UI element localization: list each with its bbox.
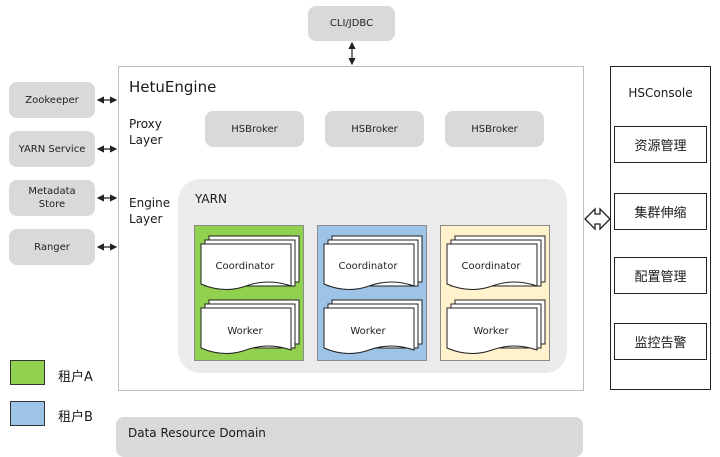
tenant-box-2: Coordinator Worker <box>317 225 427 361</box>
yarn-service-label: YARN Service <box>18 143 86 155</box>
worker-stack-2 <box>323 299 423 354</box>
metadata-store-label: Metadata Store <box>28 186 76 210</box>
cli-jdbc-box: CLI/JDBC <box>308 6 395 41</box>
console-item-monitor: 监控告警 <box>614 323 707 360</box>
coordinator-label-2: Coordinator <box>339 261 399 272</box>
console-item-resource: 资源管理 <box>614 126 707 163</box>
coordinator-stack-1 <box>200 235 300 290</box>
tenant-2-docs: Coordinator Worker <box>323 235 423 354</box>
hetuengine-title: HetuEngine <box>129 78 217 96</box>
coordinator-stack-3 <box>446 235 546 290</box>
hsbroker-2: HSBroker <box>325 111 424 147</box>
yarn-service-box: YARN Service <box>9 131 95 167</box>
hsbroker-1: HSBroker <box>205 111 304 147</box>
worker-label-3: Worker <box>473 326 509 337</box>
legend-swatch-b <box>10 401 45 426</box>
hsconsole-title: HSConsole <box>628 86 693 100</box>
legend-swatch-a <box>10 360 45 385</box>
engine-layer-label: Engine Layer <box>129 196 171 226</box>
proxy-layer-label: Proxy Layer <box>129 117 163 147</box>
worker-stack-1 <box>200 299 300 354</box>
worker-label-1: Worker <box>227 326 263 337</box>
ranger-box: Ranger <box>9 229 95 265</box>
console-double-arrow <box>584 207 611 231</box>
coordinator-label-3: Coordinator <box>462 261 522 272</box>
worker-stack-3 <box>446 299 546 354</box>
yarn-label: YARN <box>195 192 227 206</box>
tenant-box-3: Coordinator Worker <box>440 225 550 361</box>
cli-jdbc-label: CLI/JDBC <box>329 18 374 29</box>
hsbroker-3-label: HSBroker <box>471 123 518 135</box>
ranger-label: Ranger <box>34 241 70 253</box>
hsbroker-1-label: HSBroker <box>231 123 278 135</box>
legend-label-a: 租户A <box>58 370 93 385</box>
tenant-3-docs: Coordinator Worker <box>446 235 546 354</box>
console-item-config: 配置管理 <box>614 257 707 294</box>
hsbroker-3: HSBroker <box>445 111 544 147</box>
tenant-1-docs: Coordinator Worker <box>200 235 300 354</box>
hsbroker-2-label: HSBroker <box>351 123 398 135</box>
coordinator-stack-2 <box>323 235 423 290</box>
data-resource-domain-box: Data Resource Domain <box>116 417 583 457</box>
metadata-store-box: Metadata Store <box>9 180 95 216</box>
zookeeper-box: Zookeeper <box>9 82 95 118</box>
zookeeper-label: Zookeeper <box>25 94 79 106</box>
data-resource-domain-label: Data Resource Domain <box>128 426 266 440</box>
coordinator-label-1: Coordinator <box>216 261 276 272</box>
console-item-scaling: 集群伸缩 <box>614 193 707 230</box>
legend-label-b: 租户B <box>58 410 93 425</box>
tenant-box-1: Coordinator Worker <box>194 225 304 361</box>
worker-label-2: Worker <box>350 326 386 337</box>
